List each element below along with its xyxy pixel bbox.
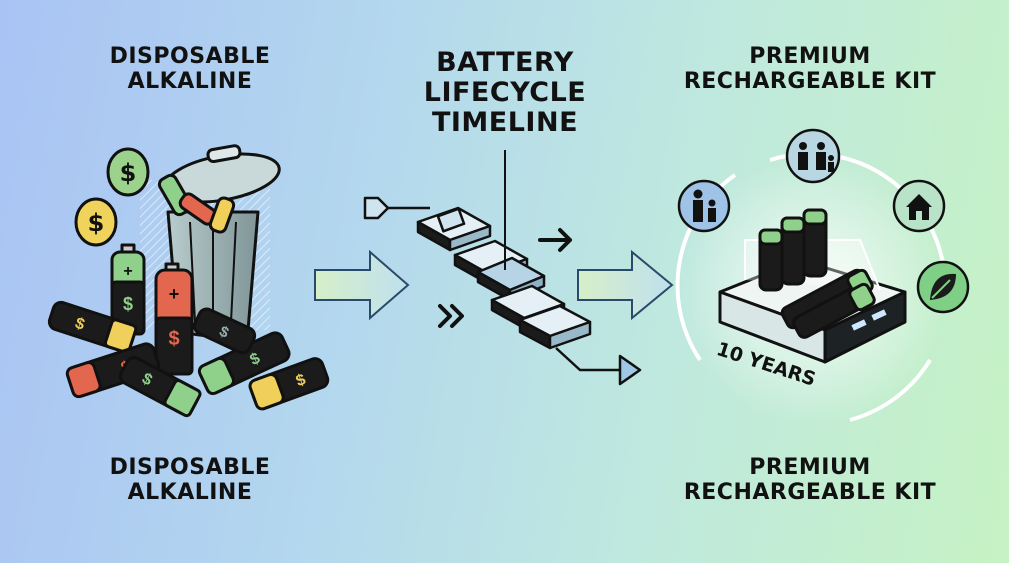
arrow-right-icon [314,249,410,321]
double-chevron-icon [438,304,464,328]
premium-rechargeable-caption-top: PREMIUM RECHARGEABLE KIT [660,44,960,95]
battery-icon: $ [193,307,257,355]
svg-text:+: + [169,284,180,304]
battery-charger-icon [718,208,907,364]
caption-line: DISPOSABLE [109,455,271,480]
disposable-alkaline-caption-bottom: DISPOSABLE ALKALINE [90,455,290,506]
disposable-alkaline-caption-top: DISPOSABLE ALKALINE [90,44,290,95]
battery-icon: $ [248,357,330,411]
coin-icon: $ [74,197,118,247]
lifecycle-timeline-diagram [363,150,642,386]
home-icon [892,179,946,233]
svg-text:$: $ [123,294,133,314]
caption-line: PREMIUM [749,44,871,69]
premium-rechargeable-caption-bottom: PREMIUM RECHARGEABLE KIT [660,455,960,506]
svg-text:$: $ [120,159,137,187]
leaf-icon [916,260,970,314]
caption-line: ALKALINE [127,69,253,95]
family-icon [785,128,841,184]
arrow-right-icon [538,228,572,252]
caption-line: DISPOSABLE [109,44,271,69]
coin-icon: $ [106,147,150,197]
caption-line: ALKALINE [127,480,253,506]
caption-line: PREMIUM [749,455,871,480]
title-line: TIMELINE [431,107,579,139]
battery-icon: $ [47,300,138,354]
disposable-batteries-group: $ $ + $ + $ $ $ [47,144,330,418]
svg-text:$: $ [88,209,105,237]
timeline-start-marker [363,196,390,220]
svg-text:+: + [123,263,132,280]
battery-icon: $ [118,356,202,418]
rechargeable-kit-group: 10 YEARS [675,128,970,425]
timeline-end-marker [618,354,642,386]
caption-line: RECHARGEABLE KIT [683,480,937,506]
battery-lifecycle-title: BATTERY LIFECYCLE TIMELINE [395,47,615,139]
title-line: BATTERY [436,47,574,78]
svg-text:$: $ [168,328,179,350]
battery-icon: + $ [154,262,194,376]
title-line: LIFECYCLE [423,77,587,109]
timeline-block [518,304,592,350]
timeline-block [416,206,492,252]
battery-icon: $ [197,331,291,396]
arrow-right-icon [577,249,674,321]
caption-line: RECHARGEABLE KIT [683,69,937,95]
parent-child-icon [677,179,731,233]
